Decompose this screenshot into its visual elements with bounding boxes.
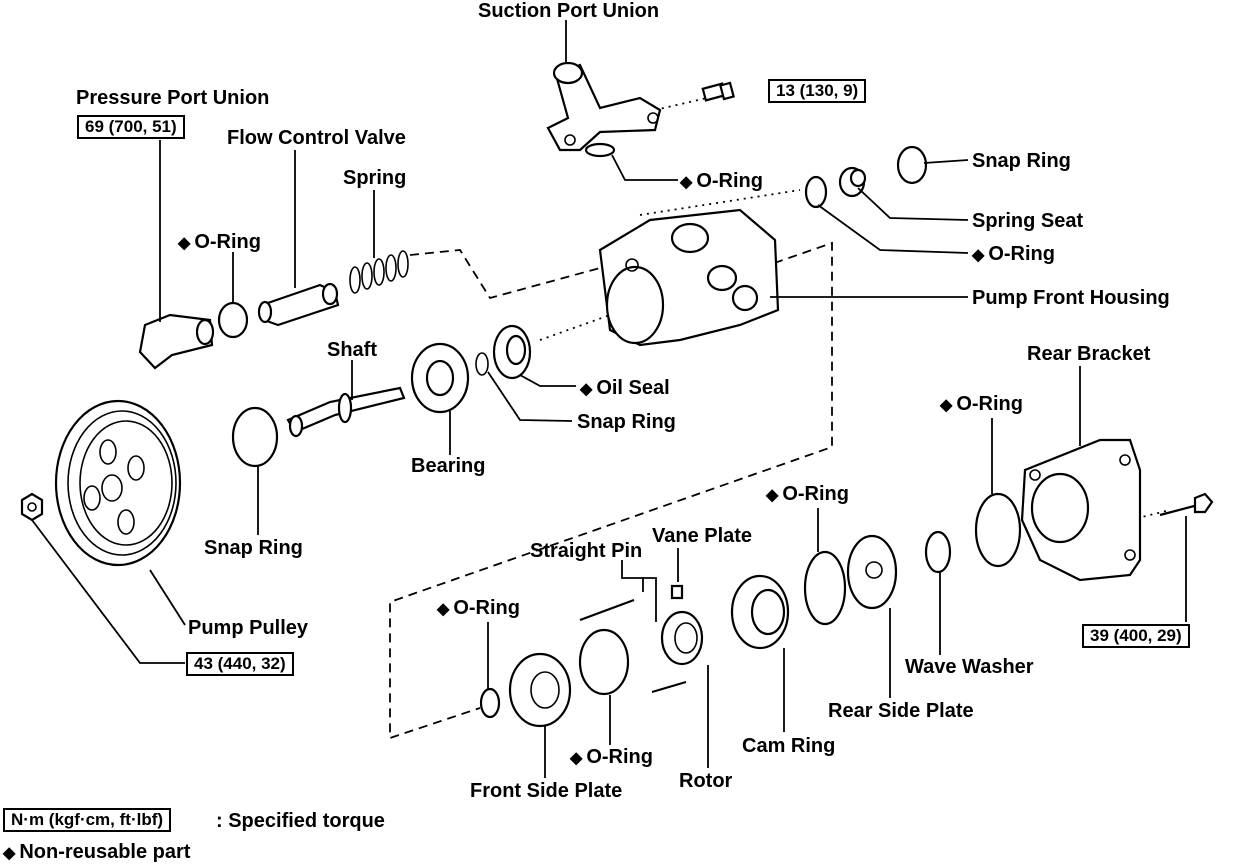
label-o-ring-suction: ◆O-Ring — [680, 170, 763, 194]
spring-part — [349, 250, 409, 294]
label-straight-pin: Straight Pin — [530, 540, 643, 562]
legend-torque-desc: : Specified torque — [216, 810, 385, 832]
label-rear-side-plate: Rear Side Plate — [828, 700, 974, 722]
snap-ring-part-top — [896, 145, 928, 185]
label-wave-washer: Wave Washer — [905, 656, 1034, 678]
pump-front-housing-part — [598, 208, 780, 347]
flow-control-valve-part — [257, 282, 340, 327]
non-reusable-icon: ◆ — [570, 750, 583, 767]
non-reusable-icon: ◆ — [178, 235, 191, 252]
label-pump-front-housing: Pump Front Housing — [972, 287, 1170, 309]
assembly-outline — [389, 94, 1171, 740]
suction-bolt-part — [701, 81, 735, 102]
label-spring-seat: Spring Seat — [972, 210, 1084, 232]
torque-bracket-bolt: 39 (400, 29) — [1082, 624, 1190, 648]
label-snap-ring-left: Snap Ring — [204, 537, 303, 559]
non-reusable-icon: ◆ — [766, 487, 779, 504]
o-ring-text: O-Ring — [956, 393, 1023, 415]
non-reusable-icon: ◆ — [680, 174, 693, 191]
snap-ring-part-small — [475, 352, 489, 376]
label-o-ring-spring-seat: ◆O-Ring — [972, 243, 1055, 267]
label-front-side-plate: Front Side Plate — [470, 780, 623, 802]
label-spring: Spring — [343, 167, 407, 189]
label-shaft: Shaft — [327, 339, 377, 361]
torque-pulley-nut: 43 (440, 32) — [186, 652, 294, 676]
legend-nonreusable-text: Non-reusable part — [19, 841, 191, 863]
torque-suction-bolt: 13 (130, 9) — [768, 79, 867, 103]
bearing-part — [410, 342, 470, 414]
non-reusable-icon: ◆ — [972, 247, 985, 264]
rear-bracket-part — [1020, 438, 1142, 582]
rear-side-plate-part — [846, 534, 898, 610]
legend-torque-unit: N·m (kgf·cm, ft·lbf) — [3, 808, 172, 832]
leader-lines — [31, 20, 1187, 778]
label-o-ring-pressure: ◆O-Ring — [178, 231, 261, 255]
o-ring-text: O-Ring — [194, 231, 261, 253]
o-ring-text: O-Ring — [696, 170, 763, 192]
o-ring-text: O-Ring — [782, 483, 849, 505]
straight-pin-part — [579, 598, 687, 694]
label-oil-seal: ◆Oil Seal — [580, 377, 670, 401]
legend-nonreusable: ◆Non-reusable part — [3, 841, 190, 865]
label-rear-bracket: Rear Bracket — [1027, 343, 1151, 365]
o-ring-part-1 — [217, 301, 249, 339]
non-reusable-icon: ◆ — [3, 845, 16, 862]
label-o-ring-front-plate: ◆O-Ring — [437, 597, 520, 621]
non-reusable-icon: ◆ — [437, 601, 450, 618]
label-suction-port-union: Suction Port Union — [478, 0, 660, 22]
spring-seat-part — [838, 166, 867, 198]
o-ring-part-small-lower — [479, 687, 501, 719]
torque-pressure-port: 69 (700, 51) — [77, 115, 185, 139]
cam-ring-part — [730, 574, 790, 650]
label-snap-ring-top: Snap Ring — [972, 150, 1071, 172]
pulley-nut-part — [20, 492, 44, 522]
label-vane-plate: Vane Plate — [652, 525, 753, 547]
pump-pulley-part — [54, 399, 182, 567]
label-o-ring-bracket: ◆O-Ring — [940, 393, 1023, 417]
shaft-part — [286, 386, 406, 438]
label-bearing: Bearing — [411, 455, 486, 477]
o-ring-text: O-Ring — [453, 597, 520, 619]
non-reusable-icon: ◆ — [940, 397, 953, 414]
bracket-bolt-part — [1159, 492, 1214, 517]
label-o-ring-lower: ◆O-Ring — [570, 746, 653, 770]
o-ring-part-bracket — [974, 492, 1022, 568]
o-ring-part-middle — [803, 550, 847, 626]
suction-port-union-part — [546, 61, 662, 158]
o-ring-text: O-Ring — [586, 746, 653, 768]
o-ring-text: O-Ring — [988, 243, 1055, 265]
o-ring-part-top — [804, 175, 828, 209]
wave-washer-part — [924, 530, 952, 574]
oil-seal-part — [492, 324, 532, 380]
snap-ring-part-left — [231, 406, 279, 468]
label-cam-ring: Cam Ring — [742, 735, 836, 757]
label-o-ring-cam: ◆O-Ring — [766, 483, 849, 507]
front-side-plate-part — [508, 652, 572, 728]
oil-seal-text: Oil Seal — [596, 377, 670, 399]
pressure-port-union-part — [138, 313, 215, 370]
label-flow-control-valve: Flow Control Valve — [227, 127, 406, 149]
label-snap-ring-middle: Snap Ring — [577, 411, 676, 433]
label-pump-pulley: Pump Pulley — [188, 617, 309, 639]
vane-plate-part — [670, 584, 684, 600]
label-pressure-port-union: Pressure Port Union — [76, 87, 270, 109]
non-reusable-icon: ◆ — [580, 381, 593, 398]
label-rotor: Rotor — [679, 770, 733, 792]
o-ring-part-lower — [578, 628, 630, 696]
rotor-part — [660, 610, 704, 666]
